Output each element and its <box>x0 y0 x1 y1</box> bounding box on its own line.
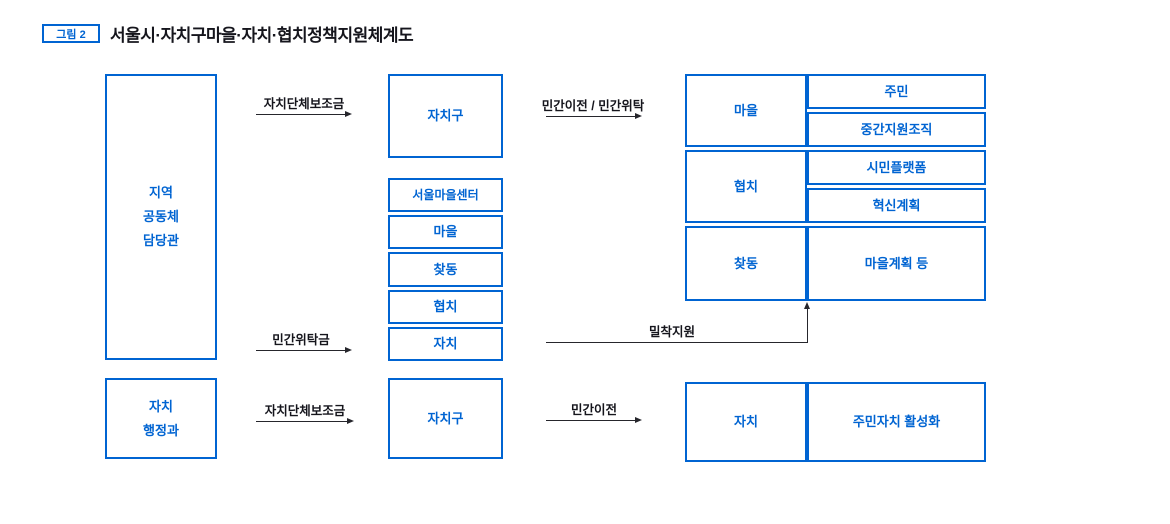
table-group-governance: 협치 시민플랫폼 혁신계획 <box>685 150 986 223</box>
autonomy-mapping-table: 자치 주민자치 활성화 <box>685 382 986 462</box>
arrow-label-local-gov-subsidy-top: 자치단체보조금 <box>263 97 345 111</box>
arrow-private-consignment-fee <box>256 347 352 353</box>
box-autonomous-district-top: 자치구 <box>388 74 503 158</box>
group-label-village: 마을 <box>685 74 807 147</box>
cell-citizen-platform: 시민플랫폼 <box>807 150 986 185</box>
table-group-autonomy: 자치 주민자치 활성화 <box>685 382 986 462</box>
stack-item-governance: 협치 <box>388 289 503 324</box>
arrow-close-support-horizontal <box>546 342 808 343</box>
group-items-governance: 시민플랫폼 혁신계획 <box>807 150 986 223</box>
stack-item-chatdong: 찾동 <box>388 252 503 287</box>
group-items-chatdong: 마을계획 등 <box>807 226 986 301</box>
group-items-village: 주민 중간지원조직 <box>807 74 986 147</box>
stack-item-autonomy: 자치 <box>388 326 503 362</box>
group-label-governance: 협치 <box>685 150 807 223</box>
group-items-autonomy: 주민자치 활성화 <box>807 382 986 462</box>
policy-mapping-table: 마을 주민 중간지원조직 협치 시민플랫폼 혁신계획 찾동 마을계획 등 <box>685 74 986 301</box>
group-label-chatdong: 찾동 <box>685 226 807 301</box>
box-autonomous-district-bottom: 자치구 <box>388 378 503 459</box>
arrow-label-close-support: 밀착지원 <box>648 325 696 339</box>
stack-item-village: 마을 <box>388 215 503 250</box>
box-region-community-officer: 지역 공동체 담당관 <box>105 74 217 360</box>
cell-residents: 주민 <box>807 74 986 109</box>
box-autonomy-admin-division: 자치 행정과 <box>105 378 217 459</box>
stack-item-seoul-village-center: 서울마을센터 <box>388 178 503 213</box>
arrow-label-private-transfer-consignment: 민간이전 / 민간위탁 <box>541 99 645 113</box>
arrow-private-transfer <box>546 417 642 423</box>
group-label-autonomy: 자치 <box>685 382 807 462</box>
figure-title: 서울시·자치구마을·자치·협치정책지원체계도 <box>110 26 414 45</box>
arrow-label-private-consignment-fee: 민간위탁금 <box>272 333 330 347</box>
table-group-village: 마을 주민 중간지원조직 <box>685 74 986 147</box>
arrow-private-transfer-consignment <box>546 113 642 119</box>
arrow-close-support-up <box>804 302 810 343</box>
cell-resident-autonomy-activation: 주민자치 활성화 <box>807 382 986 462</box>
cell-village-plan-etc: 마을계획 등 <box>807 226 986 301</box>
arrow-label-private-transfer: 민간이전 <box>570 403 618 417</box>
arrow-local-gov-subsidy-top <box>256 111 352 117</box>
policy-stack: 서울마을센터 마을 찾동 협치 자치 <box>388 178 503 362</box>
cell-innovation-plan: 혁신계획 <box>807 188 986 223</box>
figure-number-badge: 그림 2 <box>42 24 100 43</box>
arrow-local-gov-subsidy-bottom <box>256 418 354 424</box>
cell-intermediary-support-org: 중간지원조직 <box>807 112 986 147</box>
arrow-label-local-gov-subsidy-bottom: 자치단체보조금 <box>264 404 346 418</box>
table-group-chatdong: 찾동 마을계획 등 <box>685 226 986 301</box>
